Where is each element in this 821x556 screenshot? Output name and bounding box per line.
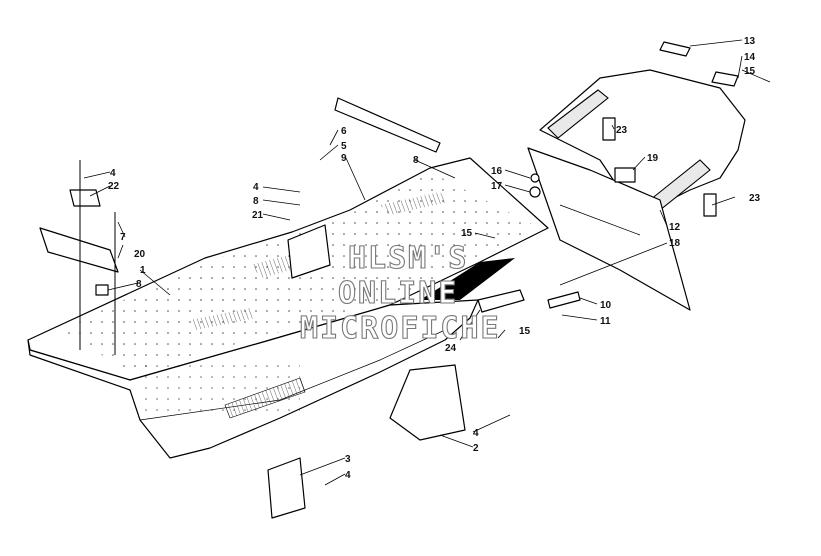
callout-1: 1 [140, 265, 146, 276]
tunnel-brace-right [287, 224, 331, 279]
callout-17: 17 [491, 181, 503, 192]
decal-13 [659, 41, 691, 57]
callout-4-a: 4 [110, 168, 116, 179]
callout-8-c: 8 [413, 155, 419, 166]
callout-5: 5 [341, 141, 347, 152]
nut-17 [529, 186, 541, 198]
callout-labels: 1 2 3 4 4 4 4 5 6 7 8 8 8 9 10 11 12 13 … [108, 36, 761, 481]
washer-16 [530, 173, 540, 183]
callout-23-b: 23 [749, 193, 761, 204]
callout-4-c: 4 [473, 428, 479, 439]
callout-6: 6 [341, 126, 347, 137]
callout-10: 10 [600, 300, 612, 311]
bracket-22 [69, 189, 101, 207]
watermark: HLSM'S ONLINE MICROFICHE [299, 240, 501, 346]
decal-14 [711, 71, 739, 87]
panel-crease [559, 204, 641, 236]
callout-16: 16 [491, 166, 503, 177]
bumper-grip-left [547, 89, 609, 139]
callout-20: 20 [134, 249, 146, 260]
callout-8-a: 8 [136, 279, 142, 290]
bumper-8 [95, 284, 109, 296]
callout-3: 3 [345, 454, 351, 465]
plate-3 [267, 457, 306, 519]
strap-10 [547, 291, 581, 309]
callout-15-b: 15 [461, 228, 473, 239]
callout-23-a: 23 [616, 125, 628, 136]
tunnel-dark-slot [420, 258, 515, 300]
watermark-line-2: ONLINE [338, 276, 458, 311]
tunnel-hatch-2 [380, 192, 448, 215]
callout-24: 24 [445, 343, 457, 354]
clip-23b [703, 193, 717, 217]
clip-23a [602, 117, 616, 141]
bracket-20 [39, 227, 119, 273]
callout-13: 13 [744, 36, 756, 47]
callout-11: 11 [600, 316, 611, 327]
rear-bumper-assembly [527, 69, 746, 311]
callout-15-c: 15 [519, 326, 531, 337]
callout-2: 2 [473, 443, 479, 454]
callout-12: 12 [669, 222, 681, 233]
clip-19 [614, 167, 636, 183]
callout-15-a: 15 [744, 66, 756, 77]
callout-18: 18 [669, 238, 681, 249]
callout-22: 22 [108, 181, 120, 192]
callout-21: 21 [252, 210, 264, 221]
tunnel-hatch-3 [190, 308, 256, 330]
callout-4-d: 4 [345, 470, 351, 481]
tunnel-right-rail [477, 289, 525, 313]
callout-8-b: 8 [253, 196, 259, 207]
leader-lines [83, 39, 771, 486]
callout-19: 19 [647, 153, 659, 164]
callout-4-b: 4 [253, 182, 259, 193]
rear-panel-18 [527, 147, 691, 311]
callout-9: 9 [341, 153, 347, 164]
callout-7: 7 [120, 232, 126, 243]
watermark-line-3: MICROFICHE [300, 311, 501, 346]
watermark-line-1: HLSM'S [348, 241, 468, 276]
bracket-2 [389, 364, 466, 441]
side-slot-hatch [224, 377, 306, 419]
rear-flap-panel [334, 97, 441, 153]
callout-14: 14 [744, 52, 756, 63]
